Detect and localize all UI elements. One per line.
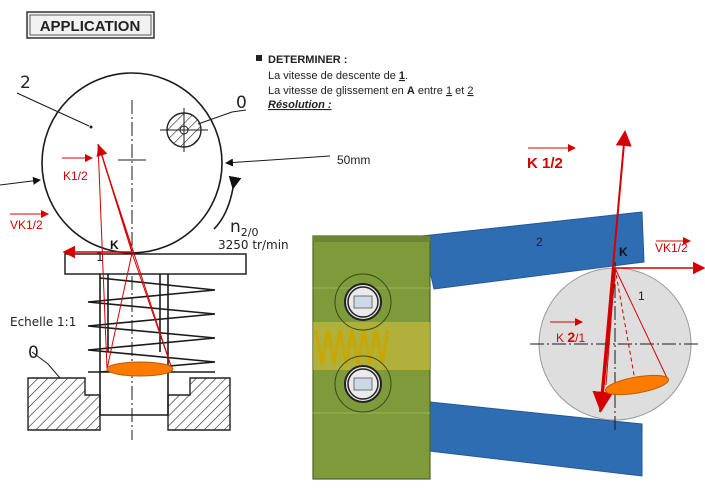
resolution-label: Résolution : [268,99,332,111]
cone-left-edge [97,143,108,370]
label-part-0-frame: 0 [28,343,39,363]
friction-cone-ellipse-right [604,374,670,396]
vector-k12-label: K1/2 [63,169,88,183]
vector-k21-label: K 2/1 [556,329,585,345]
task-line-1: La vitesse de descente de 1. [268,70,408,82]
dimension-label: 50mm [337,153,370,167]
task-line-2: La vitesse de glissement en A entre 1 et… [268,85,474,97]
rotation-symbol: n2/0 [230,217,258,239]
title-text: APPLICATION [40,18,141,35]
pin-upper [334,273,392,331]
vector-vk12-label: VK1/2 [10,218,43,232]
label-arm-2: 2 [536,235,543,249]
scale-label: Echelle 1:1 [10,315,76,329]
task-text: DETERMINER : La vitesse de descente de 1… [256,54,474,111]
label-part-2: 2 [20,73,31,93]
label-part-1: 1 [96,250,104,264]
vector-k21-long [592,267,617,413]
point-k-label-right: K [619,245,628,259]
label-part-0-axis: 0 [236,93,247,113]
task-heading: DETERMINER : [268,54,347,66]
pin-lower [334,355,392,413]
label-disc-1: 1 [638,289,645,303]
title-vector-k12: K 1/2 [527,155,563,172]
title-box: APPLICATION [26,11,155,39]
spring-yellow [314,329,390,365]
spring [87,277,216,373]
right-drawing: 2 1 K 1/2 K VK1/2 K 2/1 [312,130,705,480]
bullet-square [256,55,262,61]
point-k-label: K [110,238,119,252]
vector-vk12-label-right: VK1/2 [655,241,688,255]
friction-cone-ellipse-left [106,361,174,377]
piston-plate [64,253,247,275]
left-drawing: 2 0 50mm n2/0 3250 tr/min 0 1 Echelle 1:… [0,72,370,440]
rotation-speed: 3250 tr/min [218,238,289,252]
frame-0 [27,377,101,431]
vector-k12-arrow [96,144,133,253]
